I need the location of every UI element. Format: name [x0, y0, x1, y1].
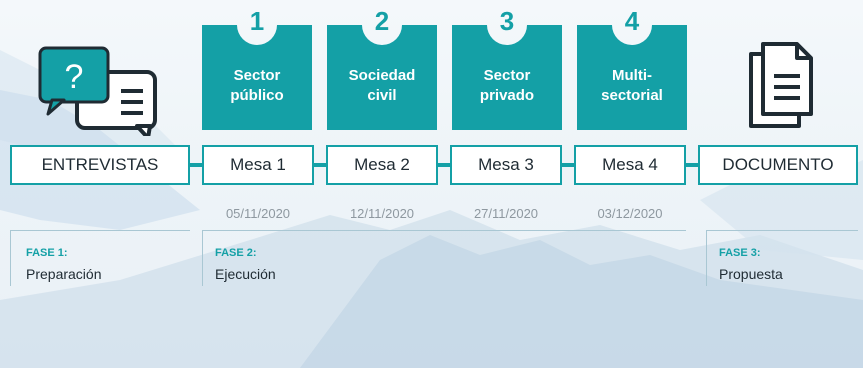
date-mesa-4: 03/12/2020 — [597, 206, 663, 221]
phase-2-line — [202, 230, 686, 231]
connector — [436, 163, 452, 167]
phase-1-vline — [10, 230, 11, 286]
document-icon — [749, 42, 813, 128]
step-mesa-1: Mesa 1 — [202, 145, 314, 185]
connector — [188, 163, 204, 167]
connector — [560, 163, 576, 167]
step-number-1: 1 — [249, 6, 265, 36]
step-number-3: 3 — [499, 6, 515, 36]
phase-1-name: Preparación — [26, 266, 102, 282]
card-shape — [327, 25, 437, 130]
phase-1-line — [10, 230, 190, 231]
date-mesa-3: 27/11/2020 — [473, 206, 539, 221]
date-mesa-2: 12/11/2020 — [349, 206, 415, 221]
step-entrevistas: ENTREVISTAS — [10, 145, 190, 185]
date-mesa-1: 05/11/2020 — [225, 206, 291, 221]
phase-1-title: FASE 1: — [26, 247, 68, 259]
phase-2-vline — [202, 230, 203, 286]
svg-text:?: ? — [65, 58, 84, 96]
card-shape — [577, 25, 687, 130]
chat-question-icon: ? — [38, 46, 157, 136]
step-number-4: 4 — [624, 6, 640, 36]
step-mesa-3: Mesa 3 — [450, 145, 562, 185]
card-label: Multi-sectorial — [601, 67, 663, 104]
phase-2-name: Ejecución — [215, 266, 276, 282]
connector — [312, 163, 328, 167]
step-mesa-4: Mesa 4 — [574, 145, 686, 185]
card-multisectorial: Multi-sectorial — [577, 25, 687, 130]
card-shape — [452, 25, 562, 130]
step-mesa-2: Mesa 2 — [326, 145, 438, 185]
step-documento: DOCUMENTO — [698, 145, 858, 185]
phase-3-line — [706, 230, 858, 231]
phase-3-title: FASE 3: — [719, 247, 761, 259]
phase-3-name: Propuesta — [719, 266, 783, 282]
phase-3-vline — [706, 230, 707, 286]
card-shape — [202, 25, 312, 130]
step-number-2: 2 — [374, 6, 390, 36]
phase-2-title: FASE 2: — [215, 247, 257, 259]
connector — [684, 163, 700, 167]
